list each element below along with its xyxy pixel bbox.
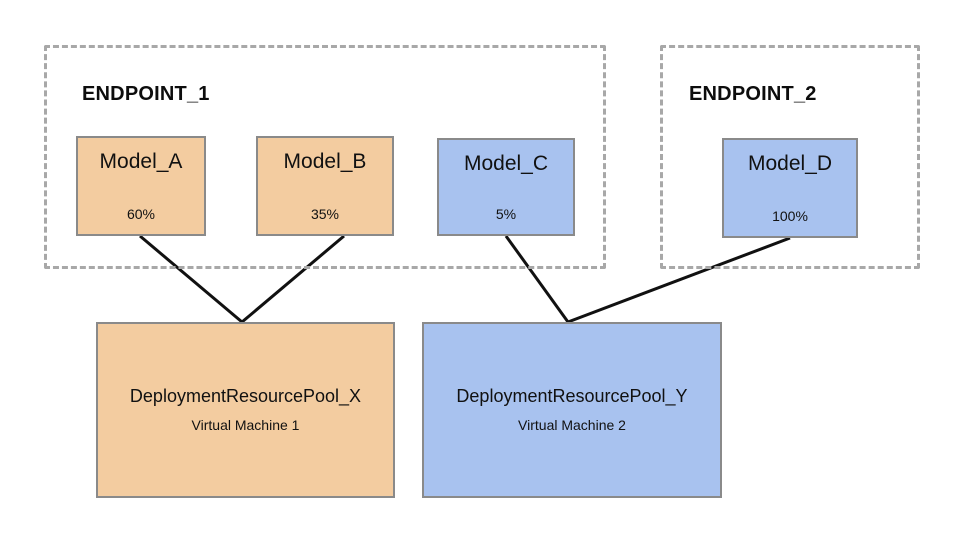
- model-d-percent: 100%: [772, 208, 808, 224]
- endpoint-group-2[interactable]: [660, 45, 920, 269]
- model-box-model-d[interactable]: Model_D 100%: [722, 138, 858, 238]
- model-box-model-b[interactable]: Model_B 35%: [256, 136, 394, 236]
- pool-box-deploymentresourcepool-y[interactable]: DeploymentResourcePool_Y Virtual Machine…: [422, 322, 722, 498]
- model-c-percent: 5%: [495, 206, 517, 222]
- pool-x-name: DeploymentResourcePool_X: [129, 385, 362, 406]
- endpoint-2-label: ENDPOINT_2: [689, 83, 817, 105]
- model-box-model-c[interactable]: Model_C 5%: [437, 138, 575, 236]
- model-c-name: Model_C: [463, 152, 549, 175]
- endpoint-1-label: ENDPOINT_1: [82, 83, 210, 105]
- model-b-percent: 35%: [310, 206, 340, 222]
- model-box-model-a[interactable]: Model_A 60%: [76, 136, 206, 236]
- model-b-name: Model_B: [283, 150, 367, 173]
- pool-y-machine: Virtual Machine 2: [518, 417, 626, 434]
- pool-y-name: DeploymentResourcePool_Y: [456, 385, 688, 406]
- endpoint-group-1[interactable]: [44, 45, 606, 269]
- model-a-percent: 60%: [126, 206, 156, 222]
- model-a-name: Model_A: [99, 150, 183, 173]
- model-d-name: Model_D: [747, 152, 833, 175]
- pool-x-machine: Virtual Machine 1: [191, 417, 300, 434]
- pool-box-deploymentresourcepool-x[interactable]: DeploymentResourcePool_X Virtual Machine…: [96, 322, 395, 498]
